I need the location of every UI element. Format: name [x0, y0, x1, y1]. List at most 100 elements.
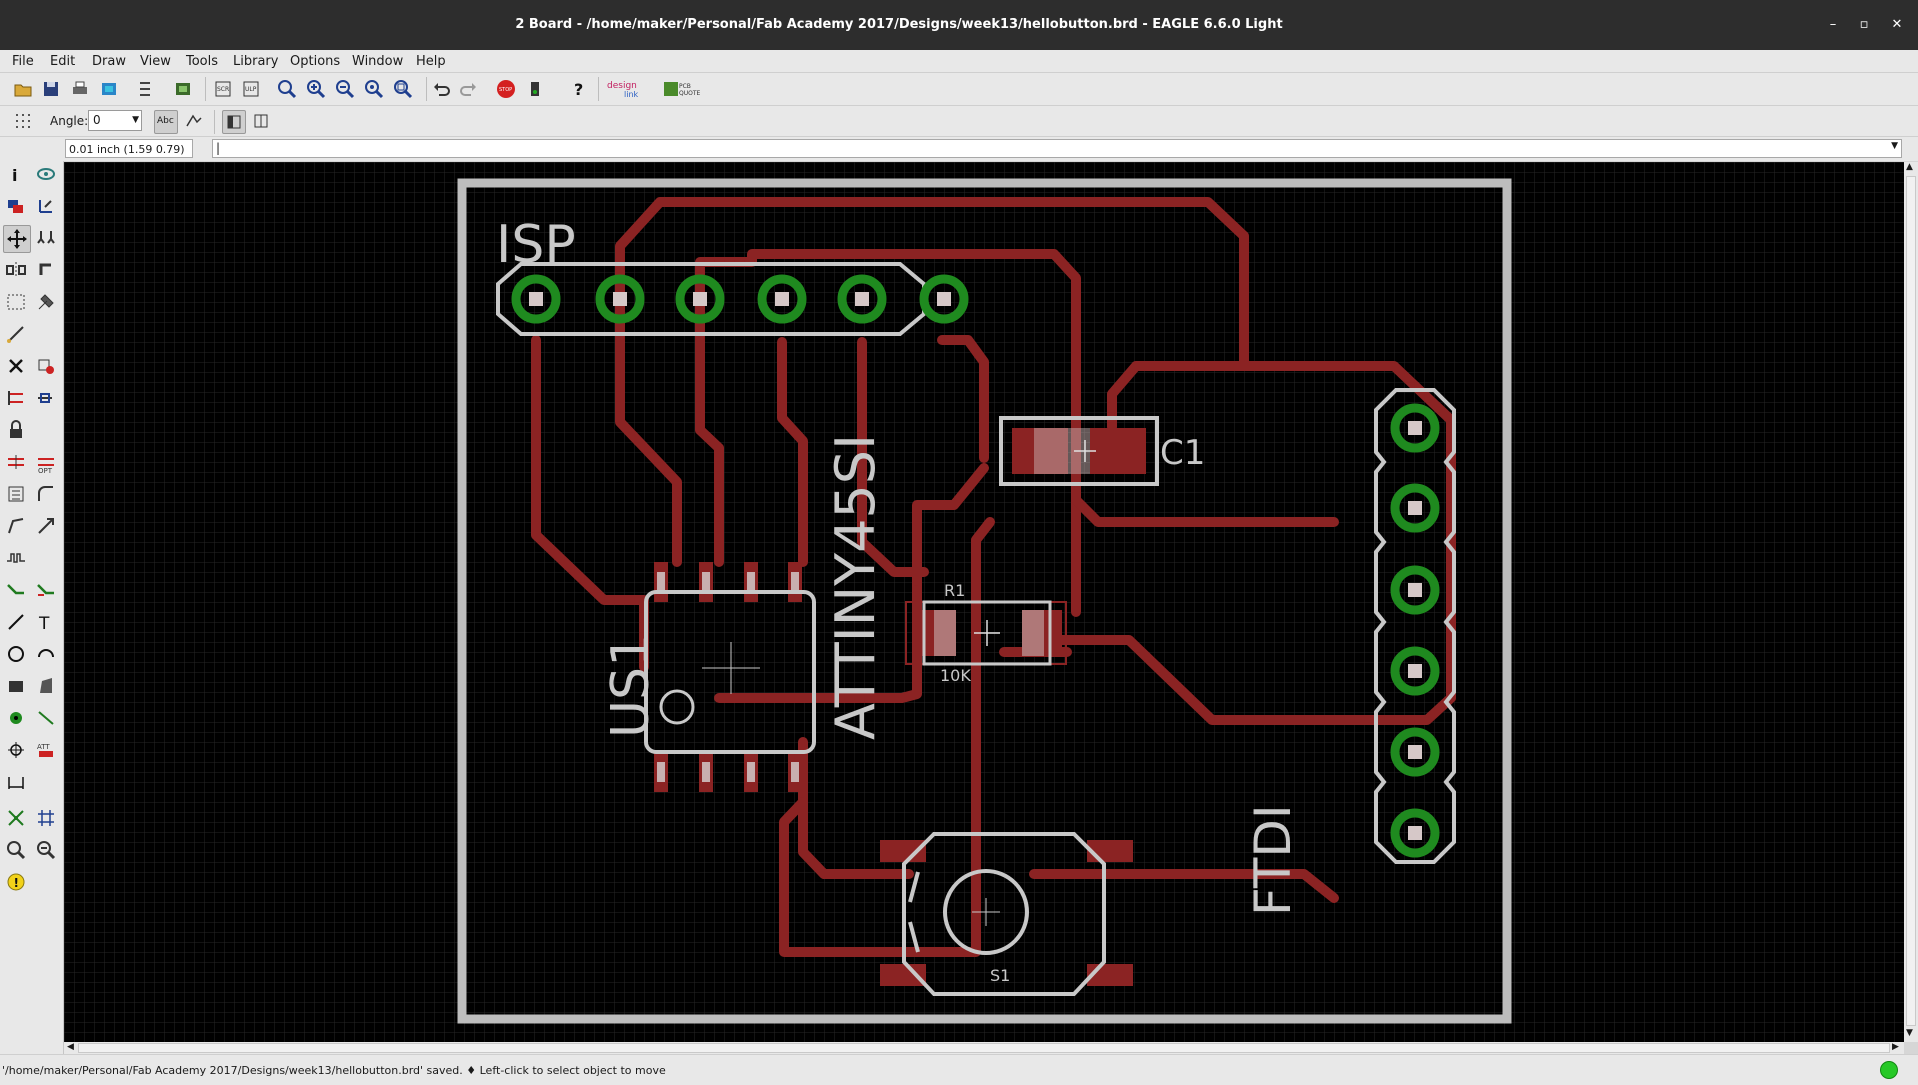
scroll-left-icon[interactable]: ◀ [67, 1042, 74, 1052]
menu-draw[interactable]: Draw [92, 54, 126, 69]
mark-icon[interactable] [33, 193, 59, 219]
text-icon[interactable]: T [33, 609, 59, 635]
circle-icon[interactable] [3, 641, 29, 667]
lock-icon[interactable] [3, 417, 29, 443]
switch-schematic-icon[interactable] [134, 78, 156, 100]
mirror-icon[interactable] [3, 257, 29, 283]
horizontal-scrollbar[interactable]: ◀ ▶ [64, 1042, 1904, 1054]
zoom-fit-icon[interactable] [276, 78, 298, 100]
text-mode-button[interactable]: Abc [154, 110, 178, 134]
zoom-in-icon[interactable] [305, 78, 327, 100]
menu-library[interactable]: Library [233, 54, 279, 69]
via-icon[interactable] [3, 705, 29, 731]
run-ulp-icon[interactable]: ULP [240, 78, 262, 100]
arc-icon[interactable] [33, 641, 59, 667]
redo-icon[interactable] [458, 78, 480, 100]
zoom-select-icon[interactable] [392, 78, 414, 100]
zoom-in-tool-icon[interactable] [3, 837, 29, 863]
grid-icon[interactable] [12, 110, 34, 132]
redraw-icon[interactable] [363, 78, 385, 100]
status-led-icon [1880, 1061, 1898, 1079]
cam-processor-icon[interactable] [98, 78, 120, 100]
zoom-out-icon[interactable] [334, 78, 356, 100]
auto-icon[interactable] [33, 805, 59, 831]
drc-errors-icon[interactable]: ! [3, 869, 29, 895]
polygon-icon[interactable] [33, 673, 59, 699]
signal-icon[interactable] [33, 705, 59, 731]
scroll-up-icon[interactable]: ▲ [1906, 162, 1913, 172]
board-drawing: ISP C1 R1 10K US1 ATTINY45SI FTDI S1 [64, 162, 1904, 1042]
svg-text:?: ? [574, 80, 583, 99]
show-icon[interactable] [33, 161, 59, 187]
horizontal-scroll-thumb[interactable] [78, 1043, 1890, 1053]
open-icon[interactable] [12, 78, 34, 100]
menu-file[interactable]: File [12, 54, 34, 69]
route-wire-icon[interactable] [3, 577, 29, 603]
move-icon[interactable] [3, 225, 31, 253]
command-input[interactable]: |▼ [212, 139, 1902, 158]
paste-icon[interactable] [3, 321, 29, 347]
miter-icon[interactable] [33, 481, 59, 507]
dimension-icon[interactable] [3, 769, 29, 795]
script-icon[interactable]: SCR [212, 78, 234, 100]
wire-icon[interactable] [3, 609, 29, 635]
info-icon[interactable]: i [3, 161, 29, 187]
split-wire-icon[interactable] [3, 513, 29, 539]
scroll-down-icon[interactable]: ▼ [1906, 1028, 1913, 1038]
undo-icon[interactable] [430, 78, 452, 100]
menu-options[interactable]: Options [290, 54, 341, 69]
rectangle-icon[interactable] [3, 673, 29, 699]
add-icon[interactable] [33, 353, 59, 379]
mirror-text-icon[interactable] [183, 110, 205, 132]
group-icon[interactable] [3, 289, 29, 315]
go-icon[interactable] [524, 78, 546, 100]
menu-edit[interactable]: Edit [50, 54, 76, 69]
delete-icon[interactable] [3, 353, 29, 379]
menu-help[interactable]: Help [416, 54, 446, 69]
rotate-icon[interactable] [33, 257, 59, 283]
use-library-icon[interactable] [172, 78, 194, 100]
meander-icon[interactable] [3, 545, 29, 571]
replace-icon[interactable] [33, 385, 59, 411]
display-layers-icon[interactable] [3, 193, 29, 219]
svg-text:STOP: STOP [499, 87, 512, 93]
layer-side-bottom-icon[interactable] [250, 110, 272, 132]
command-text: | [216, 141, 221, 155]
menu-window[interactable]: Window [352, 54, 404, 69]
help-icon[interactable]: ? [568, 78, 590, 100]
vertical-scrollbar[interactable]: ▲ ▼ [1904, 162, 1918, 1042]
copy-icon[interactable] [33, 225, 59, 251]
vertical-scroll-thumb[interactable] [1906, 176, 1916, 1026]
change-icon[interactable] [33, 289, 59, 315]
hole-icon[interactable] [3, 737, 29, 763]
layer-side-top-icon[interactable] [222, 110, 246, 134]
zoom-out-tool-icon[interactable] [33, 837, 59, 863]
angle-select[interactable]: 0▼ [88, 110, 142, 131]
autorouter-icon[interactable] [33, 577, 59, 603]
svg-text:OPT: OPT [38, 467, 53, 475]
c1-label: C1 [1160, 433, 1205, 473]
save-icon[interactable] [40, 78, 62, 100]
route-icon[interactable] [3, 481, 29, 507]
command-row: 0.01 inch (1.59 0.79) |▼ [0, 137, 1918, 161]
board-canvas[interactable]: ISP C1 R1 10K US1 ATTINY45SI FTDI S1 [64, 162, 1904, 1042]
ratsnest-icon[interactable] [3, 805, 29, 831]
pinswap-icon[interactable] [3, 385, 29, 411]
attribute-icon[interactable]: ATT [33, 737, 59, 763]
scroll-right-icon[interactable]: ▶ [1892, 1042, 1899, 1052]
close-button[interactable]: ✕ [1891, 17, 1903, 32]
chevron-down-icon[interactable]: ▼ [1891, 141, 1898, 151]
ftdi-label: FTDI [1244, 804, 1302, 916]
menu-tools[interactable]: Tools [186, 54, 219, 69]
chevron-down-icon: ▼ [132, 115, 139, 125]
ripup-icon[interactable] [33, 513, 59, 539]
optimize-icon[interactable]: OPT [33, 449, 59, 475]
print-icon[interactable] [69, 78, 91, 100]
split-icon[interactable] [3, 449, 29, 475]
minimize-button[interactable]: – [1829, 17, 1837, 32]
stop-icon[interactable]: STOP [495, 78, 517, 100]
maximize-button[interactable]: ▫ [1859, 17, 1869, 32]
menu-view[interactable]: View [140, 54, 171, 69]
